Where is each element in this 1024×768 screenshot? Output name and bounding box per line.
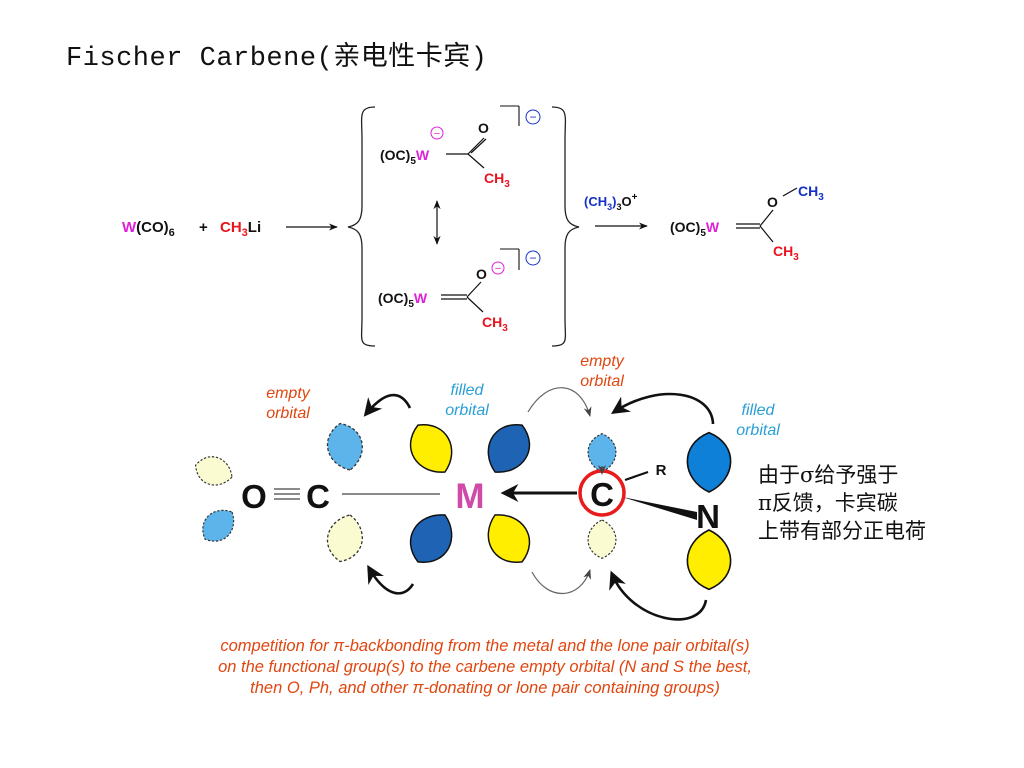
- product-oxygen: O: [767, 194, 778, 210]
- c1-upper-lobe: [322, 419, 368, 475]
- label-empty-orbital-left-2: orbital: [266, 405, 310, 422]
- top-methyl-sub: 3: [504, 179, 510, 190]
- methylating-reagent: (CH3)3O+: [584, 192, 638, 212]
- bottom-ligand: (OC): [378, 290, 408, 306]
- n-donation-arrow-lower: [609, 570, 708, 621]
- product-ligand-sub: 5: [700, 228, 706, 239]
- svg-text:(OC)5W: (OC)5W: [380, 147, 430, 167]
- note-line-2: π反馈，卡宾碳: [758, 491, 898, 515]
- top-metal: W: [416, 147, 430, 163]
- bottom-ligand-sub: 5: [408, 299, 414, 310]
- c1-lower-lobe: [322, 510, 368, 566]
- right-brace: [551, 106, 580, 347]
- backbond-arrow-lower-right: [531, 569, 591, 595]
- atom-n: N: [696, 498, 720, 535]
- reactants: W(CO)6 + CH3Li: [122, 219, 261, 239]
- reactant-metal: W: [122, 219, 137, 236]
- label-empty-orbital-left-1: empty: [266, 385, 311, 402]
- product-ligand: (OC): [670, 219, 700, 235]
- backbond-arrow-lower-left: [367, 564, 415, 595]
- o-upper-lobe: [190, 451, 237, 491]
- metal-lower-left-lobe: [400, 504, 463, 573]
- caption-line-3: then O, Ph, and other π-donating or lone…: [250, 679, 720, 697]
- o-lower-lobe: [194, 501, 243, 550]
- bottom-oxygen-charge-circle: [491, 261, 505, 275]
- top-bracket-charge-circle: [525, 109, 541, 125]
- n-lower-lobe: [686, 529, 732, 591]
- label-filled-orbital-right-2: orbital: [736, 422, 780, 439]
- caption-line-2: on the functional group(s) to the carben…: [218, 658, 752, 676]
- bottom-methyl: CH: [482, 314, 502, 330]
- bottom-metal: W: [414, 290, 428, 306]
- label-filled-orbital-right-1: filled: [742, 402, 776, 419]
- note-line-1: 由于σ给予强于: [758, 463, 899, 487]
- atom-o: O: [241, 478, 267, 515]
- carbene-lower-lobe: [587, 519, 617, 559]
- svg-text:CH3: CH3: [773, 243, 799, 263]
- atom-carbene-c: C: [590, 476, 614, 513]
- product-o-methyl-sub: 3: [818, 192, 824, 203]
- left-brace: [347, 106, 376, 347]
- top-oxygen: O: [478, 120, 489, 136]
- label-empty-orbital-top-1: empty: [580, 353, 625, 370]
- metal-upper-left-lobe: [400, 414, 463, 483]
- wedge-bond: [622, 497, 697, 520]
- metal-upper-right-lobe: [477, 414, 540, 483]
- svg-text:CH3: CH3: [484, 170, 510, 190]
- bottom-resonance-structure: (OC)5W O − CH3 −: [378, 248, 541, 334]
- label-filled-orbital-mid-2: orbital: [445, 402, 489, 419]
- explanation-note: 由于σ给予强于 π反馈，卡宾碳 上带有部分正电荷: [758, 461, 978, 545]
- substituent-r: R: [656, 462, 667, 479]
- reactant-ligand: (CO): [136, 219, 169, 236]
- top-resonance-structure: (OC)5W − O CH3 −: [380, 105, 541, 190]
- reagent-methyl: CH: [220, 219, 242, 236]
- top-ligand-sub: 5: [410, 156, 416, 167]
- top-metal-charge: −: [434, 128, 440, 140]
- bottom-oxygen: O: [476, 266, 487, 282]
- svg-text:(OC)5W: (OC)5W: [670, 219, 720, 239]
- product-metal: W: [706, 219, 720, 235]
- plus-sign: +: [199, 219, 208, 236]
- svg-text:W(CO)6: W(CO)6: [122, 219, 175, 239]
- reagent-li: Li: [248, 219, 261, 236]
- metal-lower-right-lobe: [477, 504, 540, 573]
- product-o-methyl: CH: [798, 183, 818, 199]
- svg-text:(OC)5W: (OC)5W: [378, 290, 428, 310]
- label-empty-orbital-top-2: orbital: [580, 373, 624, 390]
- atom-metal: M: [455, 477, 484, 516]
- n-upper-lobe: [686, 431, 732, 493]
- label-filled-orbital-mid-1: filled: [451, 382, 485, 399]
- reactant-ligand-sub: 6: [169, 227, 175, 239]
- bottom-methyl-sub: 3: [502, 323, 508, 334]
- reagent-methyl-sub: 3: [242, 227, 248, 239]
- product-structure: (OC)5W O CH3 CH3: [670, 183, 824, 263]
- caption: competition for π-backbonding from the m…: [150, 636, 820, 699]
- note-line-3: 上带有部分正电荷: [758, 519, 926, 543]
- top-ligand: (OC): [380, 147, 410, 163]
- page-title: Fischer Carbene(亲电性卡宾): [66, 44, 488, 74]
- backbond-arrow-upper-left: [363, 393, 412, 417]
- n-donation-arrow-upper: [610, 392, 715, 425]
- product-c-methyl-sub: 3: [793, 252, 799, 263]
- bottom-bracket-charge: −: [529, 251, 536, 265]
- bottom-bracket-charge-circle: [525, 250, 541, 266]
- atom-c1: C: [306, 478, 330, 515]
- caption-line-1: competition for π-backbonding from the m…: [220, 637, 750, 655]
- svg-text:CH3: CH3: [482, 314, 508, 334]
- svg-text:CH3Li: CH3Li: [220, 219, 261, 239]
- backbond-arrow-upper-right: [527, 387, 592, 417]
- bottom-oxygen-charge: −: [495, 263, 501, 275]
- product-c-methyl: CH: [773, 243, 793, 259]
- svg-text:CH3: CH3: [798, 183, 824, 203]
- top-methyl: CH: [484, 170, 504, 186]
- top-bracket-charge: −: [529, 110, 536, 124]
- top-metal-charge-circle: [430, 126, 444, 140]
